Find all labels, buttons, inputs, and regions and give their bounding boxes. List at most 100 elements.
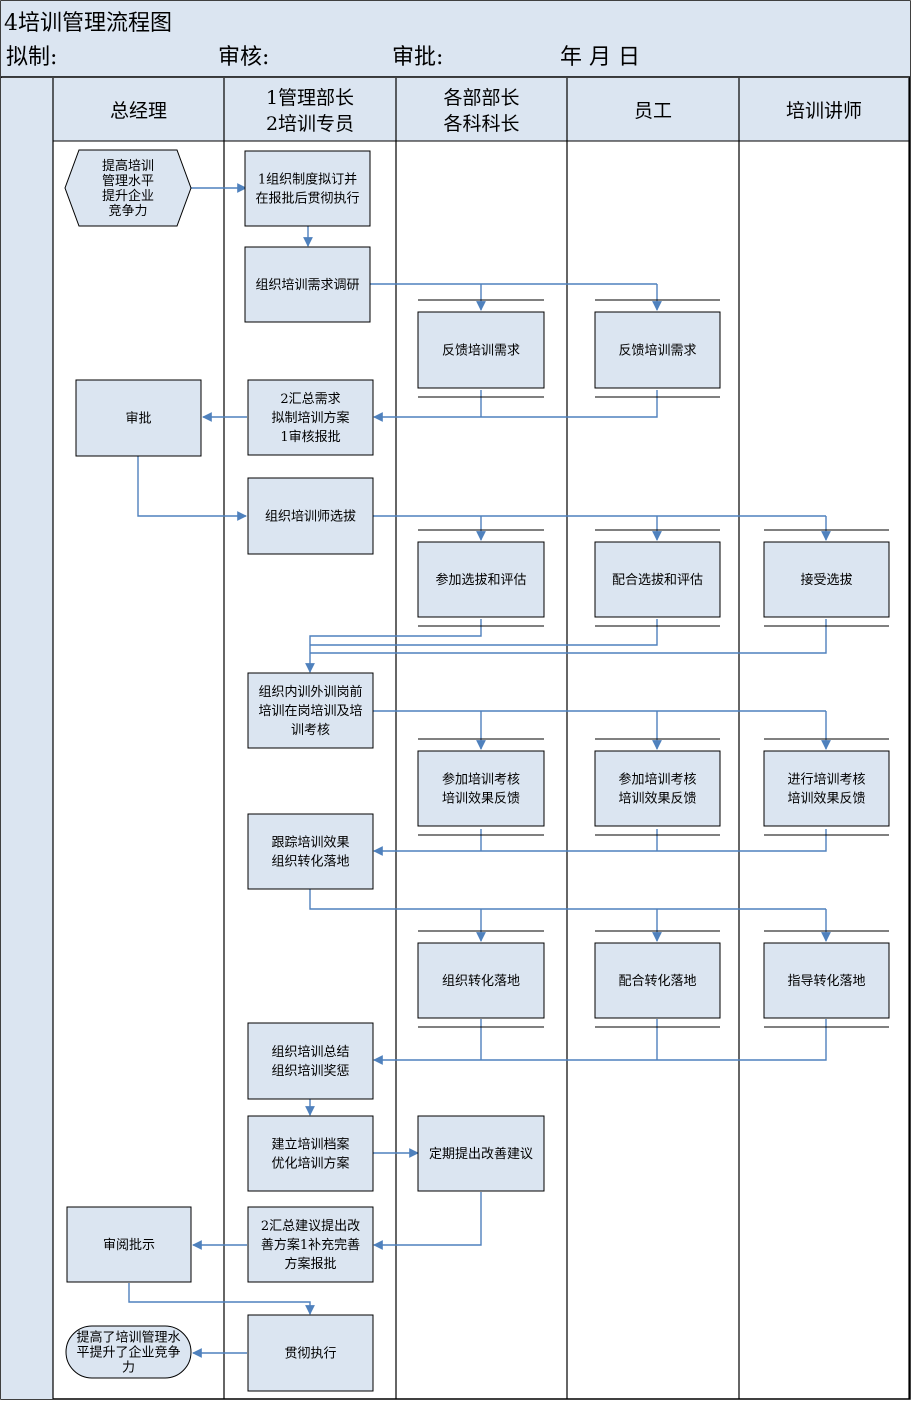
node-label: 进行培训考核 [787, 772, 865, 788]
node-d2: 参加选拔和评估 [417, 529, 545, 627]
node-label: 建立培训档案 [271, 1137, 349, 1153]
date-label: 年 月 日 [560, 45, 640, 70]
node-label: 提升企业 [102, 188, 154, 204]
node-label: 反馈培训需求 [618, 343, 696, 359]
connector [137, 456, 247, 521]
approved-label: 审批: [392, 45, 443, 70]
node-t4: 指导转化落地 [763, 930, 890, 1028]
node-label: 2汇总建议提出改 [261, 1218, 360, 1234]
connector [310, 619, 658, 646]
connector [373, 390, 658, 422]
node-label: 提高培训 [102, 158, 154, 174]
drafted-label: 拟制: [6, 45, 57, 70]
node-label: 贯彻执行 [284, 1347, 336, 1362]
node-label: 接受选拔 [800, 572, 852, 588]
lane-header-label: 员工 [634, 100, 672, 122]
node-t2: 接受选拔 [763, 529, 890, 627]
node-label: 组织转化落地 [442, 974, 520, 989]
node-g2: 审阅批示 [66, 1206, 192, 1283]
node-label: 跟踪培训效果 [271, 835, 349, 851]
connector [310, 619, 827, 654]
node-label: 平提升了企业竞争 [76, 1345, 180, 1361]
lane-header-label: 培训讲师 [786, 100, 862, 122]
node-s2: 配合选拔和评估 [594, 529, 721, 627]
node-label: 配合选拔和评估 [612, 573, 703, 588]
nodes: 提高培训管理水平提升企业竞争力1组织制度拟订并在报批后贯彻执行组织培训需求调研反… [64, 149, 890, 1392]
node-label: 训考核 [291, 723, 330, 738]
node-d1: 反馈培训需求 [417, 299, 545, 398]
node-label: 参加培训考核 [618, 772, 696, 788]
node-label: 在报批后贯彻执行 [255, 192, 359, 207]
node-label: 2汇总需求 [280, 392, 340, 407]
connector [373, 829, 827, 856]
node-g1: 审批 [75, 379, 202, 457]
lane-header-label: 1管理部长 [266, 87, 354, 109]
node-s4: 配合转化落地 [594, 930, 721, 1028]
connector [305, 619, 482, 673]
lane-header-label: 总经理 [110, 100, 167, 122]
lane-header-gm: 总经理 [110, 100, 167, 122]
lane-header-label: 各科科长 [443, 113, 519, 135]
node-n10: 贯彻执行 [247, 1314, 374, 1392]
node-d4: 组织转化落地 [417, 930, 545, 1028]
connectors [128, 183, 831, 1358]
node-label: 参加选拔和评估 [435, 572, 526, 588]
node-n2: 组织培训需求调研 [244, 246, 371, 323]
node-label: 拟制培训方案 [271, 410, 349, 426]
node-label: 配合转化落地 [618, 974, 696, 989]
node-label: 定期提出改善建议 [429, 1146, 533, 1162]
lane-header-trainer: 培训讲师 [786, 100, 862, 122]
reviewed-label: 审核: [218, 45, 269, 70]
node-label: 组织转化落地 [271, 855, 349, 870]
node-label: 组织培训师选拔 [265, 509, 356, 525]
node-label: 审批 [125, 412, 151, 427]
node-label: 管理水平 [102, 174, 154, 189]
node-label: 优化培训方案 [271, 1156, 349, 1172]
node-label: 组织培训需求调研 [255, 277, 359, 293]
lane-header-staff: 员工 [634, 100, 672, 122]
node-s1: 反馈培训需求 [594, 299, 721, 398]
lane-header-label: 各部部长 [443, 87, 519, 109]
connector [373, 1019, 827, 1065]
connector [373, 1192, 482, 1250]
node-label: 竞争力 [108, 203, 147, 219]
node-label: 组织内训外训岗前 [258, 684, 362, 700]
node-label: 培训效果反馈 [618, 791, 696, 807]
node-label: 培训在岗培训及培 [258, 703, 362, 719]
node-label: 培训效果反馈 [787, 791, 865, 807]
node-label: 指导转化落地 [787, 974, 865, 989]
lane-header-label: 2培训专员 [266, 113, 354, 135]
connector [128, 1283, 315, 1315]
node-label: 1组织制度拟订并 [258, 172, 357, 188]
node-label: 组织培训奖惩 [271, 1063, 349, 1079]
node-n4: 组织培训师选拔 [247, 477, 374, 555]
node-label: 方案报批 [284, 1256, 336, 1272]
page-title: 4培训管理流程图 [4, 11, 172, 36]
node-label: 审阅批示 [103, 1238, 155, 1253]
node-label: 反馈培训需求 [442, 343, 520, 359]
node-label: 善方案1补充完善 [261, 1237, 360, 1253]
node-label: 1审核报批 [280, 430, 340, 445]
node-label: 力 [122, 1361, 135, 1376]
node-label: 参加培训考核 [442, 772, 520, 788]
node-label: 组织培训总结 [271, 1044, 349, 1060]
node-label: 提高了培训管理水 [76, 1330, 180, 1346]
lane-header-mgr: 1管理部长 2培训专员 [266, 87, 354, 135]
connector [309, 889, 826, 910]
